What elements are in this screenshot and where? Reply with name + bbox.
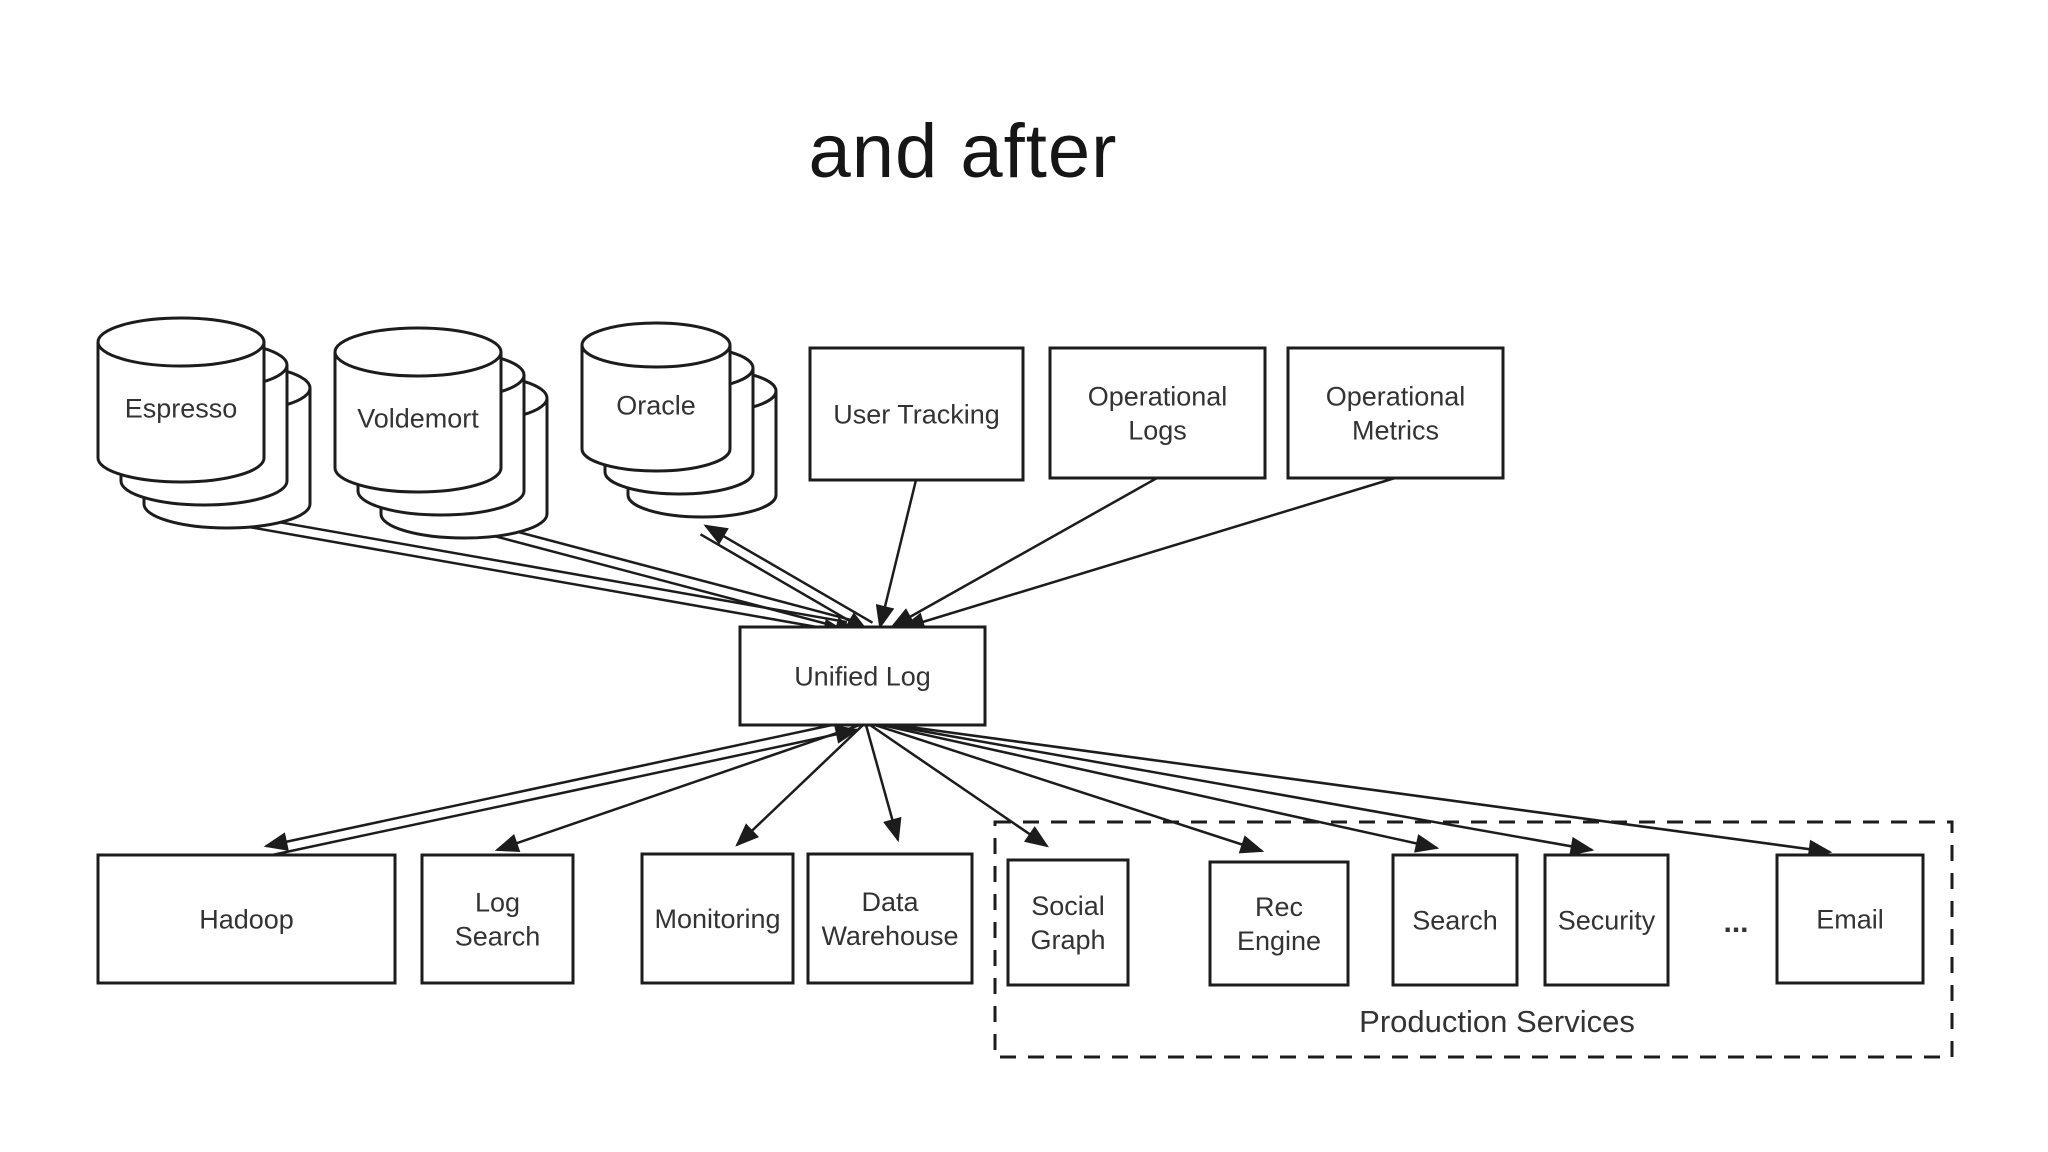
edge-unified-datawarehouse <box>864 724 902 843</box>
edge-unified-logsearch <box>494 723 861 853</box>
recengine-box <box>1208 860 1350 987</box>
ellipsis-label: ... <box>1723 906 1748 939</box>
edge-usertracking-unified <box>875 479 918 630</box>
hadoop-label: Hadoop <box>199 904 294 934</box>
edge-unified-espresso <box>236 509 848 624</box>
espresso-label: Espresso <box>125 393 238 423</box>
node-hadoop: Hadoop <box>96 853 397 985</box>
edge-layer <box>236 476 1833 859</box>
node-email: Email <box>1775 853 1925 985</box>
edge-unified-socialgraph <box>869 723 1049 848</box>
edge-unified-oracle <box>703 524 874 624</box>
edge-oplogs-unified <box>889 476 1158 629</box>
security-box <box>1543 853 1670 987</box>
node-monitoring: Monitoring <box>640 852 795 985</box>
search-label: Search <box>1412 905 1498 935</box>
hadoop-box <box>96 853 397 985</box>
edge-unified-espresso-return <box>236 523 848 638</box>
usertracking-box <box>808 346 1025 482</box>
oracle-label: Oracle <box>616 390 696 420</box>
monitoring-box <box>640 852 795 985</box>
edge-unified-search <box>880 723 1440 853</box>
edge-unified-hadoop <box>263 718 856 851</box>
node-voldemort: Voldemort <box>333 326 549 540</box>
datawarehouse-box <box>806 852 974 985</box>
node-security: Security <box>1543 853 1670 987</box>
email-box <box>1775 853 1925 985</box>
unified-label: Unified Log <box>794 661 931 691</box>
production-services-label: Production Services <box>1359 1004 1635 1039</box>
usertracking-label: User Tracking <box>833 399 1000 429</box>
edge-unified-voldemort <box>470 516 860 624</box>
logsearch-box <box>420 853 575 985</box>
node-search: Search <box>1391 853 1519 987</box>
node-oracle: Oracle <box>580 321 778 519</box>
search-box <box>1391 853 1519 987</box>
unified-box <box>738 625 987 727</box>
production-services-boundary <box>993 820 1954 1059</box>
edge-opmetrics-unified <box>900 476 1396 631</box>
edge-unified-hadoop-return <box>267 725 860 858</box>
edge-unified-security <box>887 723 1595 856</box>
node-usertracking: User Tracking <box>808 346 1025 482</box>
node-espresso: Espresso <box>96 316 312 530</box>
voldemort-label: Voldemort <box>357 403 479 433</box>
edge-unified-email <box>894 723 1833 859</box>
edge-unified-voldemort-return <box>470 528 860 636</box>
edge-unified-monitoring <box>735 724 864 847</box>
edge-unified-recengine <box>874 723 1265 854</box>
security-label: Security <box>1558 905 1656 935</box>
oplogs-box <box>1048 346 1267 480</box>
socialgraph-box <box>1006 858 1130 987</box>
opmetrics-box <box>1286 346 1505 480</box>
slide-title: and after <box>808 109 1118 194</box>
email-label: Email <box>1816 904 1884 934</box>
edge-unified-oracle-return <box>699 533 870 633</box>
production-services-group: Production Services <box>993 820 1954 1059</box>
monitoring-label: Monitoring <box>654 904 780 934</box>
node-unified: Unified Log <box>738 625 987 727</box>
